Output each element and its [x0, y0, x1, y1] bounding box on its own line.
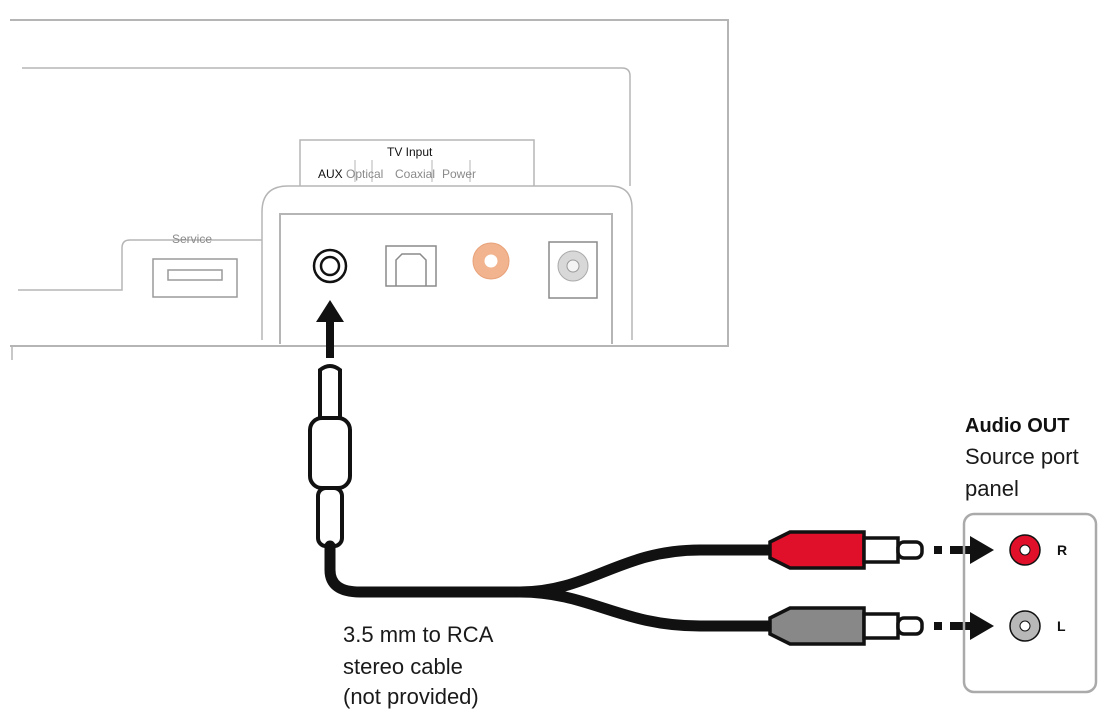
source-port-label-2: panel [965, 476, 1019, 501]
port-panel [279, 213, 613, 344]
coaxial-port-icon [472, 242, 510, 280]
rca-jack-icon [1009, 534, 1041, 566]
soundbar-device [10, 19, 729, 360]
cable-label-1: 3.5 mm to RCA [343, 622, 494, 647]
left-channel-label: L [1057, 618, 1066, 634]
service-recess [18, 239, 262, 291]
cable-label-3: (not provided) [343, 684, 479, 709]
aux-port-label: AUX [318, 167, 343, 181]
source-port-panel [962, 512, 1098, 694]
power-port-icon [548, 241, 598, 299]
device-outer-outline [10, 19, 729, 347]
audio-out-title: Audio OUT [965, 415, 1070, 437]
power-port-label: Power [442, 167, 477, 181]
optical-port-icon [385, 245, 437, 287]
arrow-right-icon [934, 612, 994, 640]
service-label: Service [172, 232, 213, 246]
right-channel-label: R [1057, 542, 1068, 558]
rca-plug-red [768, 530, 924, 570]
coaxial-port-label: Coaxial [395, 167, 436, 181]
tv-input-label: TV Input [387, 145, 433, 159]
usb-port-icon [152, 258, 238, 298]
aux-jack-icon [312, 248, 348, 284]
rca-plug-gray [768, 606, 924, 646]
optical-port-label: Optical [346, 167, 384, 181]
rca-jack-icon [1009, 610, 1041, 642]
tv-input-tab [299, 139, 535, 186]
arrow-up-icon [316, 300, 344, 358]
aux-plug [308, 364, 352, 548]
cable-label-2: stereo cable [343, 654, 463, 679]
port-recess [261, 185, 633, 340]
port-dividers [354, 160, 471, 182]
stereo-cable [324, 540, 784, 632]
device-recess-top [22, 67, 631, 186]
source-port-label-1: Source port [965, 444, 1079, 469]
arrow-right-icon [934, 536, 994, 564]
